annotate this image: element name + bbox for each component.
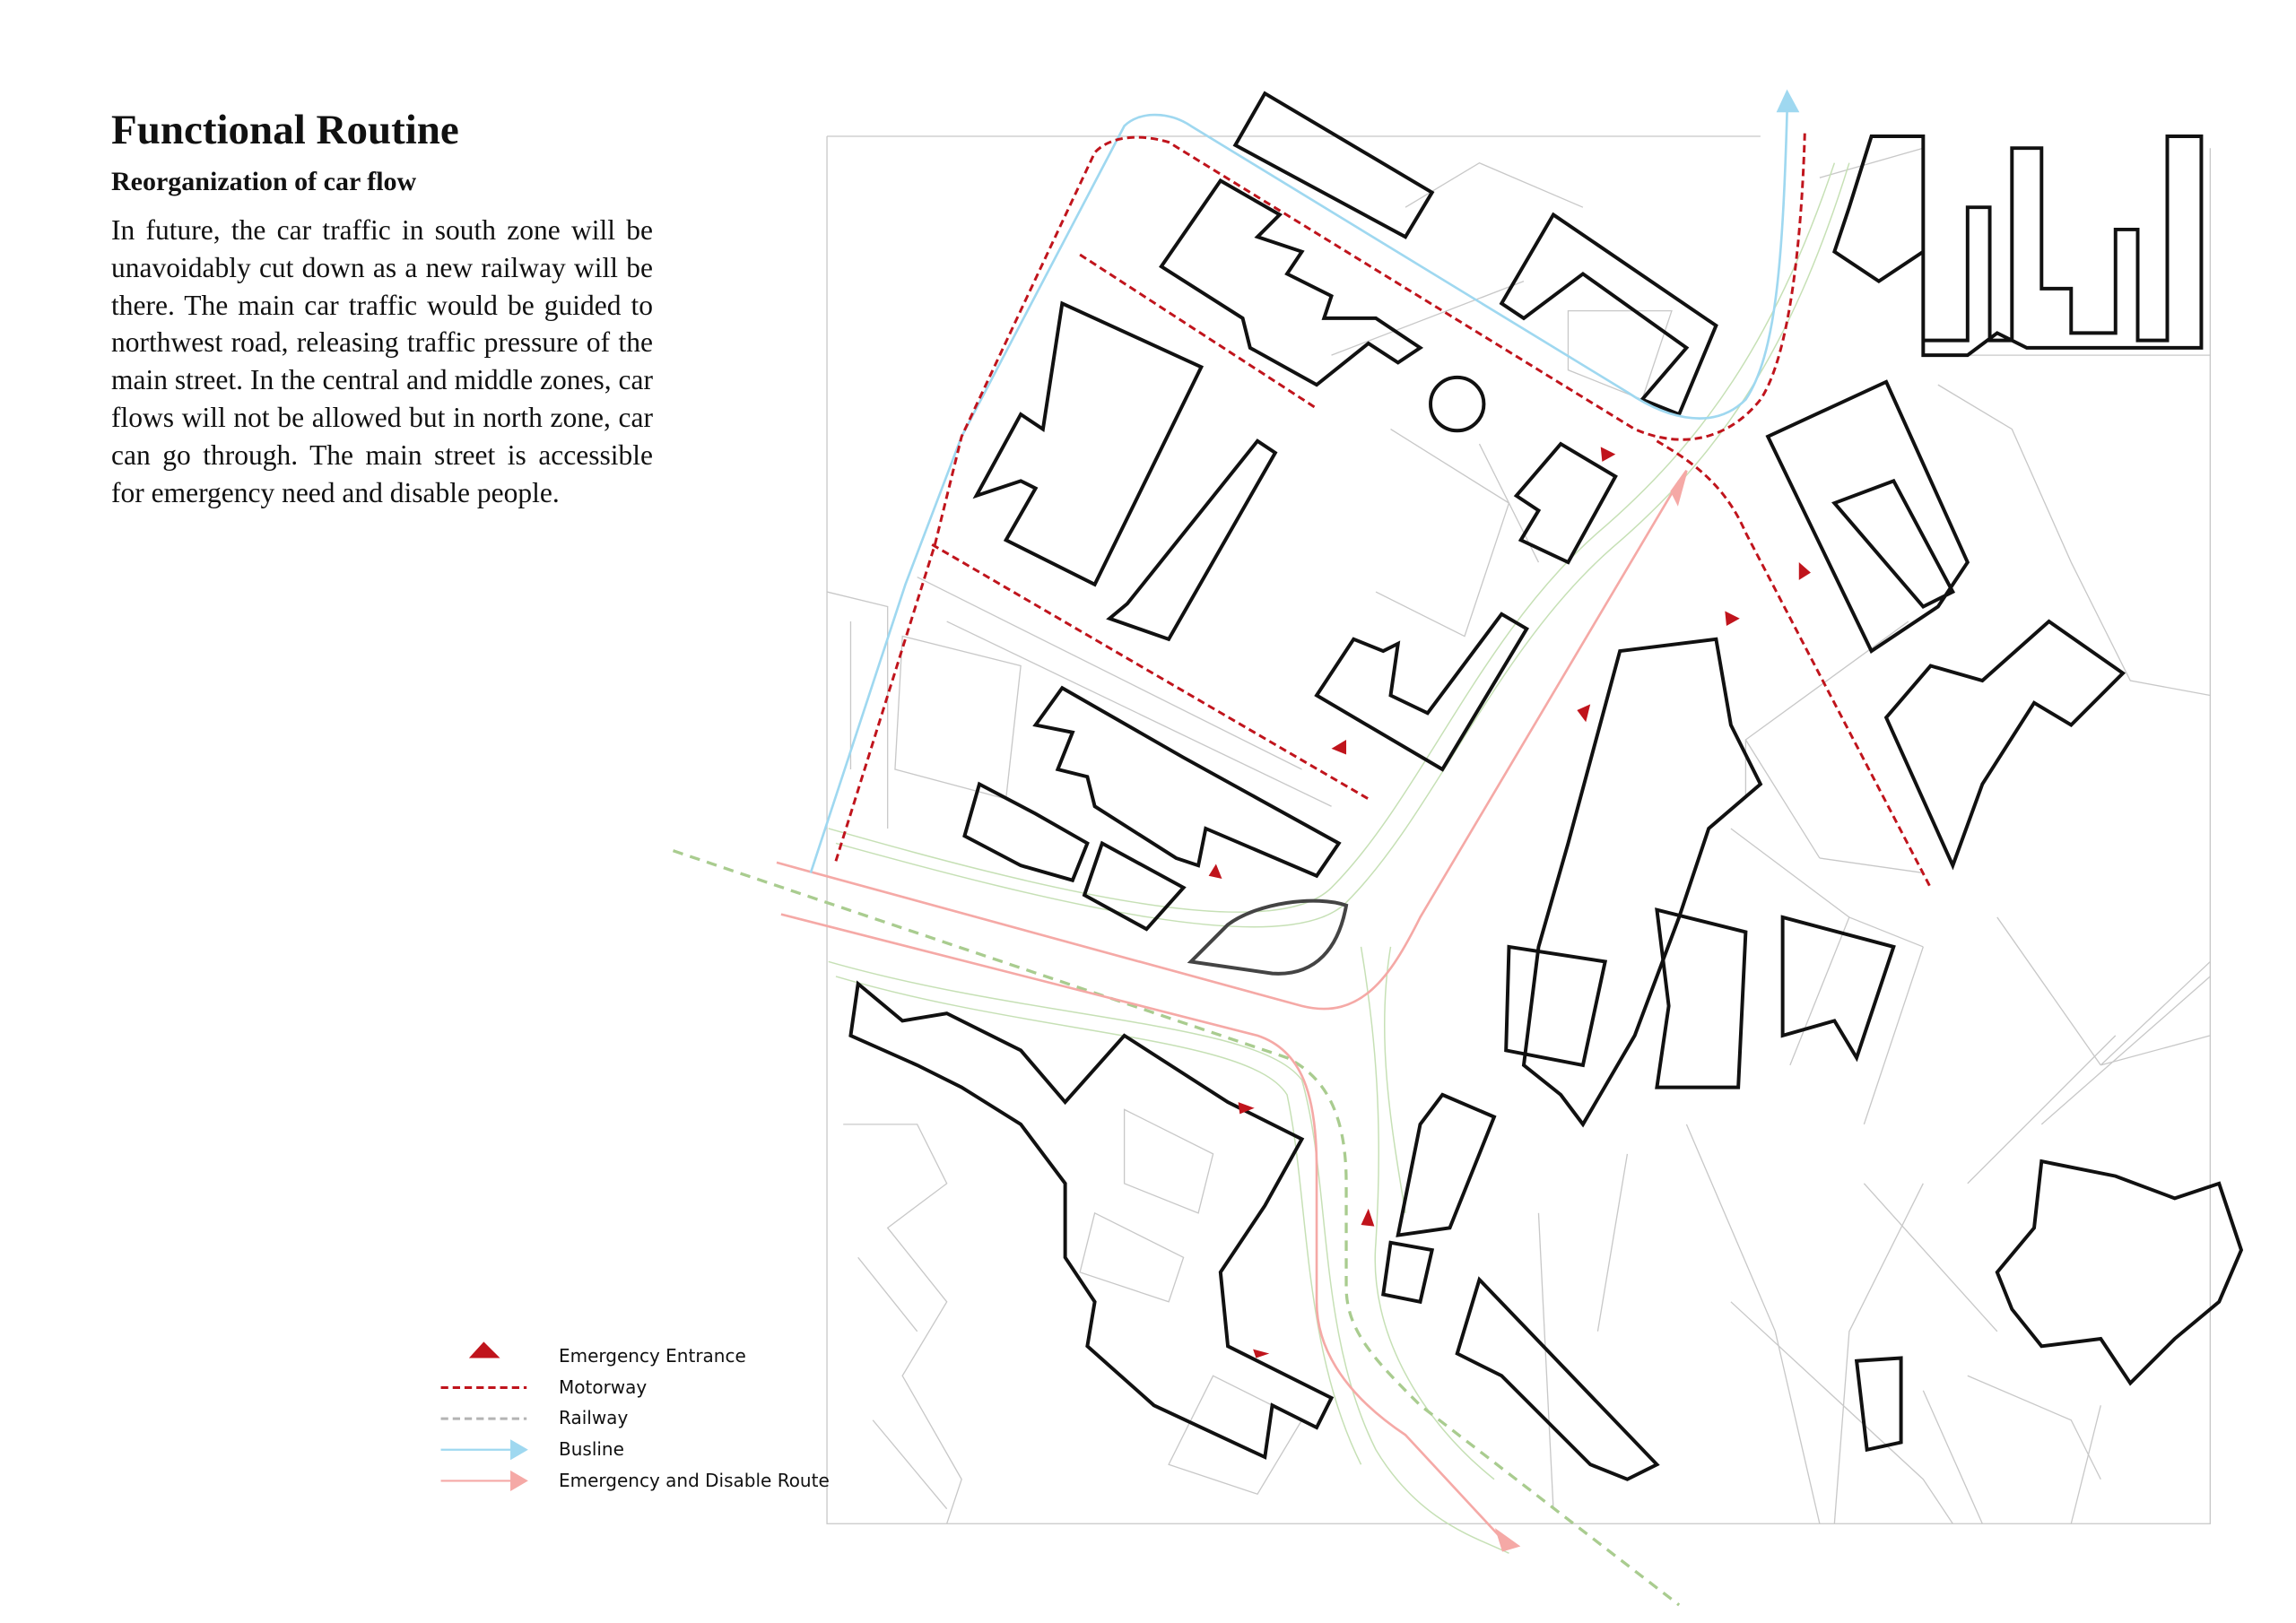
emergency-entrance-icon	[1577, 704, 1591, 723]
legend-label-emergency-entrance: Emergency Entrance	[559, 1345, 746, 1367]
emergency-entrance-icon	[1238, 1102, 1255, 1115]
busline-arrow	[1776, 89, 1800, 113]
emergency-entrances	[1208, 447, 1811, 1358]
page-subtitle: Reorganization of car flow	[111, 167, 417, 196]
busline-route	[809, 89, 1800, 873]
emergency-route	[776, 470, 1688, 1552]
green-paths	[828, 162, 1850, 1554]
legend-label-emergency-route: Emergency and Disable Route	[559, 1470, 830, 1491]
legend-emergency-route-arrow-icon	[510, 1470, 528, 1491]
legend-label-busline: Busline	[559, 1438, 624, 1460]
buildings	[848, 91, 2244, 1481]
legend-symbols	[440, 1341, 528, 1491]
emergency-arrow-south	[1494, 1528, 1521, 1552]
legend-busline-arrow-icon	[510, 1439, 528, 1461]
emergency-entrance-icon	[1361, 1208, 1375, 1227]
emergency-entrance-icon	[1208, 864, 1222, 880]
emergency-entrance-icon	[1600, 447, 1616, 462]
motorway-route	[834, 130, 1932, 889]
railway-route	[672, 849, 1681, 1607]
legend-label-motorway: Motorway	[559, 1376, 648, 1398]
context-lines	[826, 135, 2211, 1524]
description-text: In future, the car traffic in south zone…	[111, 214, 653, 508]
emergency-entrance-icon	[1798, 562, 1811, 580]
emergency-entrance-icon	[1725, 611, 1740, 626]
emergency-arrow-north	[1670, 470, 1688, 507]
emergency-entrance-icon	[1253, 1349, 1270, 1358]
legend-emergency-entrance-icon	[468, 1341, 500, 1358]
legend-label-railway: Railway	[559, 1407, 629, 1428]
page-title: Functional Routine	[111, 107, 459, 153]
emergency-entrance-icon	[1331, 740, 1347, 755]
